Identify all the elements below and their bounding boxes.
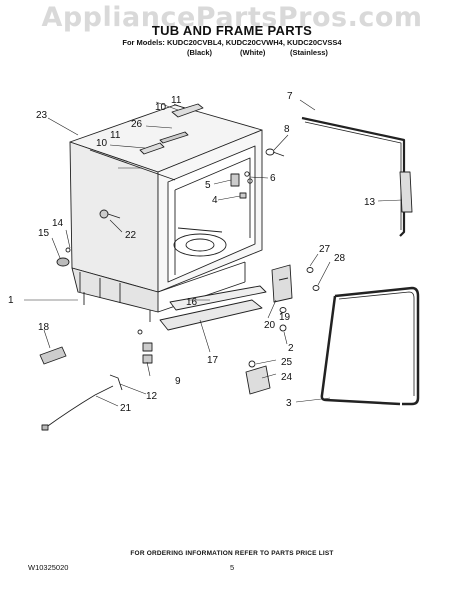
callout-15: 15 xyxy=(38,228,50,239)
callout-17: 17 xyxy=(207,355,219,366)
callout-13: 13 xyxy=(364,197,376,208)
callout-20: 20 xyxy=(264,320,276,331)
gasket-7 xyxy=(301,116,406,237)
leader-lines xyxy=(24,99,403,407)
callout-10b: 10 xyxy=(96,138,108,149)
callout-1: 1 xyxy=(8,295,14,306)
callout-28: 28 xyxy=(334,253,346,264)
bracket-14-15 xyxy=(56,247,71,267)
variant-stainless: (Stainless) xyxy=(290,48,328,57)
callout-27: 27 xyxy=(319,244,331,255)
callout-labels: 1 2 3 4 5 6 7 8 9 10 10 11 11 12 13 14 1… xyxy=(8,91,376,414)
variant-black: (Black) xyxy=(187,48,213,57)
callout-19: 19 xyxy=(279,312,291,323)
diagram-title: TUB AND FRAME PARTS xyxy=(151,23,313,38)
part-9 xyxy=(142,342,153,364)
page-number: 5 xyxy=(230,563,235,572)
callout-7: 7 xyxy=(287,91,293,102)
part-19 xyxy=(279,307,287,313)
callout-8: 8 xyxy=(284,124,290,135)
callout-14: 14 xyxy=(52,218,64,229)
callout-24: 24 xyxy=(281,372,293,383)
watermark: AppliancePartsPros.com xyxy=(41,2,423,33)
callout-12: 12 xyxy=(146,391,158,402)
models-line: For Models: KUDC20CVBL4, KUDC20CVWH4, KU… xyxy=(122,38,342,47)
fasteners-27-28 xyxy=(306,267,320,291)
callout-9: 9 xyxy=(175,376,181,387)
callout-25: 25 xyxy=(281,357,293,368)
part-13 xyxy=(399,171,413,213)
callout-6: 6 xyxy=(270,173,276,184)
callout-22: 22 xyxy=(125,230,137,241)
callout-2: 2 xyxy=(288,343,294,354)
top-brackets xyxy=(139,103,204,155)
door-seal-3 xyxy=(320,286,420,406)
callout-16: 16 xyxy=(186,297,198,308)
hose-21 xyxy=(41,374,123,431)
part-18 xyxy=(39,346,67,365)
ordering-note: FOR ORDERING INFORMATION REFER TO PARTS … xyxy=(130,550,334,557)
callout-3: 3 xyxy=(286,398,292,409)
parts-2-24-25 xyxy=(245,324,287,395)
callout-21: 21 xyxy=(120,403,132,414)
fastener-22 xyxy=(99,209,121,219)
document-number: W10325020 xyxy=(28,563,69,572)
callout-18: 18 xyxy=(38,322,50,333)
callout-5: 5 xyxy=(205,180,211,191)
callout-10a: 10 xyxy=(155,102,167,113)
callout-4: 4 xyxy=(212,195,218,206)
variant-white: (White) xyxy=(240,48,266,57)
bracket-20 xyxy=(271,264,293,303)
callout-26: 26 xyxy=(131,119,143,130)
callout-23: 23 xyxy=(36,110,48,121)
callout-11a: 11 xyxy=(171,95,182,106)
part-8 xyxy=(265,148,285,157)
plates-16-17 xyxy=(137,285,267,335)
callout-11b: 11 xyxy=(110,130,121,141)
